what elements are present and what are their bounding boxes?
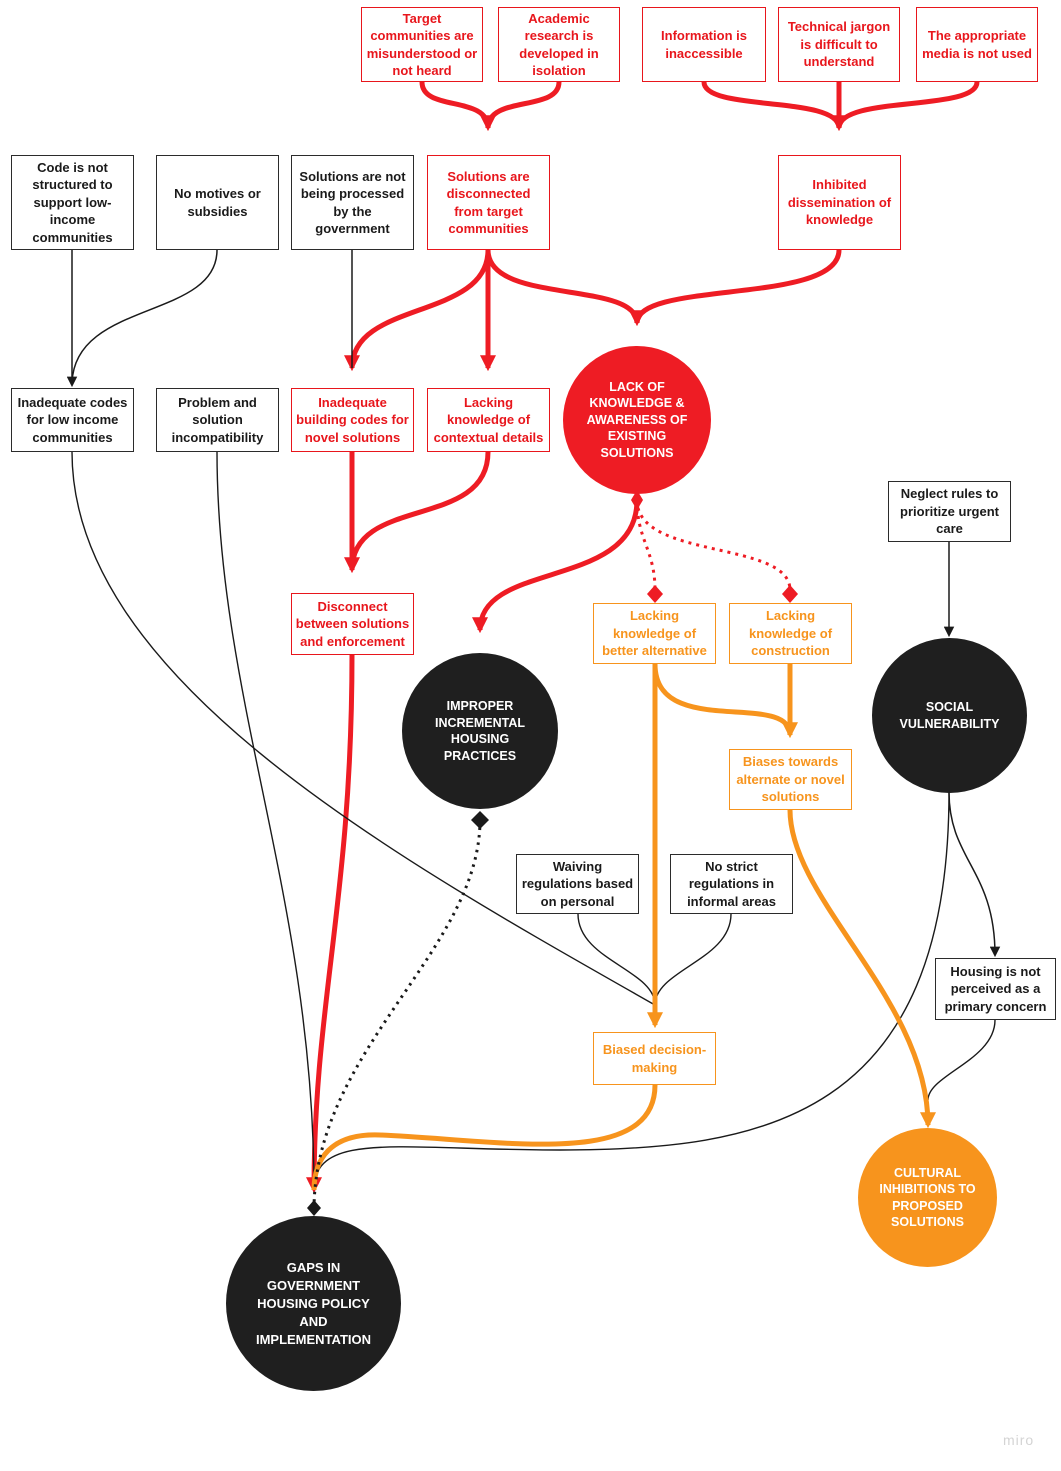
node-academic-research[interactable]: Academic research is developed in isolat…	[498, 7, 620, 82]
node-biased-decision[interactable]: Biased decision-making	[593, 1032, 716, 1085]
node-biased-decision-label: Biased decision-making	[602, 1042, 707, 1075]
edge-social-to-housing-primary	[948, 791, 1001, 958]
diamond-gaps	[307, 1200, 321, 1216]
node-no-strict-regulations-label: No strict regulations in informal areas	[687, 858, 776, 909]
node-info-inaccessible[interactable]: Information is inaccessible	[642, 7, 766, 82]
node-technical-jargon-label: Technical jargon is difficult to underst…	[787, 19, 891, 70]
node-media-not-used-label: The appropriate media is not used	[922, 28, 1032, 61]
node-waiving-regulations-label: Waiving regulations based on personal	[521, 858, 634, 909]
diamond-construction	[782, 585, 798, 603]
node-biases-novel-label: Biases towards alternate or novel soluti…	[736, 754, 845, 805]
edge-no-motives-to-inadequate	[71, 249, 218, 386]
node-housing-not-primary[interactable]: Housing is not perceived as a primary co…	[935, 958, 1056, 1020]
node-inadequate-codes-low-income-label: Inadequate codes for low income communit…	[17, 394, 128, 445]
edge-solutions-to-lack-knowledge	[485, 249, 645, 327]
node-lacking-construction-label: Lacking knowledge of construction	[748, 608, 833, 659]
node-no-motives[interactable]: No motives or subsidies	[156, 155, 279, 250]
node-solutions-disconnected[interactable]: Solutions are disconnected from target c…	[427, 155, 550, 250]
node-gaps-policy[interactable]: GAPS IN GOVERNMENT HOUSING POLICY AND IM…	[226, 1216, 401, 1391]
node-social-vulnerability[interactable]: SOCIAL VULNERABILITY	[872, 638, 1027, 793]
node-biases-novel[interactable]: Biases towards alternate or novel soluti…	[729, 749, 852, 810]
node-cultural-inhibitions[interactable]: CULTURAL INHIBITIONS TO PROPOSED SOLUTIO…	[858, 1128, 997, 1267]
edge-lack-knowledge-dotted-construction	[635, 499, 792, 591]
node-technical-jargon[interactable]: Technical jargon is difficult to underst…	[778, 7, 900, 82]
node-improper-housing[interactable]: IMPROPER INCREMENTAL HOUSING PRACTICES	[402, 653, 558, 809]
edge-contextual-to-disconnect	[349, 451, 491, 571]
edge-inadequate-low-income-to-biased	[71, 451, 656, 1006]
node-problem-incompatibility-label: Problem and solution incompatibility	[171, 394, 264, 445]
node-academic-research-label: Academic research is developed in isolat…	[519, 10, 599, 79]
edge-incompatibility-to-gaps	[216, 451, 315, 1191]
node-neglect-rules-label: Neglect rules to prioritize urgent care	[900, 486, 999, 537]
node-housing-not-primary-label: Housing is not perceived as a primary co…	[944, 963, 1047, 1014]
node-lacking-alternative-label: Lacking knowledge of better alternative	[602, 608, 707, 659]
node-waiving-regulations[interactable]: Waiving regulations based on personal	[516, 854, 639, 914]
node-lacking-contextual-label: Lacking knowledge of contextual details	[433, 394, 544, 445]
node-cultural-inhibitions-label: CULTURAL INHIBITIONS TO PROPOSED SOLUTIO…	[879, 1165, 976, 1230]
edge-no-strict-to-biased	[654, 913, 732, 1006]
node-gaps-policy-label: GAPS IN GOVERNMENT HOUSING POLICY AND IM…	[255, 1259, 372, 1347]
diamond-alternative	[647, 585, 663, 603]
edge-biased-to-gaps	[311, 1084, 658, 1191]
edge-social-to-gaps	[313, 791, 950, 1191]
node-inadequate-building-codes[interactable]: Inadequate building codes for novel solu…	[291, 388, 414, 452]
node-inhibited-dissemination[interactable]: Inhibited dissemination of knowledge	[778, 155, 901, 250]
node-disconnect-enforcement-label: Disconnect between solutions and enforce…	[295, 598, 410, 649]
edge-alternative-to-biases-novel	[652, 663, 793, 736]
node-disconnect-enforcement[interactable]: Disconnect between solutions and enforce…	[291, 593, 414, 655]
edge-info-to-dissemination	[701, 81, 847, 132]
node-improper-housing-label: IMPROPER INCREMENTAL HOUSING PRACTICES	[434, 699, 526, 763]
node-solutions-disconnected-label: Solutions are disconnected from target c…	[446, 168, 531, 237]
node-inhibited-dissemination-label: Inhibited dissemination of knowledge	[787, 177, 892, 228]
node-lack-of-knowledge-label: LACK OF KNOWLEDGE & AWARENESS OF EXISTIN…	[586, 379, 688, 460]
edge-waiving-to-biased	[577, 913, 656, 1006]
miro-logo: miro	[1003, 1432, 1035, 1448]
node-lacking-construction[interactable]: Lacking knowledge of construction	[729, 603, 852, 664]
node-problem-incompatibility[interactable]: Problem and solution incompatibility	[156, 388, 279, 452]
edge-improper-to-gaps	[312, 819, 482, 1211]
edge-disconnect-to-gaps	[306, 653, 355, 1194]
node-code-not-structured-label: Code is not structured to support low-in…	[32, 159, 113, 245]
node-target-communities-label: Target communities are misunderstood or …	[366, 10, 478, 79]
node-no-strict-regulations[interactable]: No strict regulations in informal areas	[670, 854, 793, 914]
edge-media-to-dissemination	[836, 81, 980, 129]
node-inadequate-codes-low-income[interactable]: Inadequate codes for low income communit…	[11, 388, 134, 452]
node-media-not-used[interactable]: The appropriate media is not used	[916, 7, 1038, 82]
node-not-processed-label: Solutions are not being processed by the…	[299, 168, 406, 237]
node-code-not-structured[interactable]: Code is not structured to support low-in…	[11, 155, 134, 250]
node-lack-of-knowledge[interactable]: LACK OF KNOWLEDGE & AWARENESS OF EXISTIN…	[563, 346, 711, 494]
edge-biases-novel-to-cultural	[787, 809, 936, 1129]
node-lacking-contextual[interactable]: Lacking knowledge of contextual details	[427, 388, 550, 452]
node-target-communities[interactable]: Target communities are misunderstood or …	[361, 7, 483, 82]
node-inadequate-building-codes-label: Inadequate building codes for novel solu…	[296, 394, 409, 445]
node-not-processed[interactable]: Solutions are not being processed by the…	[291, 155, 414, 250]
edge-dissemination-to-lack-knowledge	[634, 249, 842, 324]
node-info-inaccessible-label: Information is inaccessible	[661, 28, 747, 61]
edge-lack-knowledge-dotted-alternative	[635, 499, 657, 591]
diamond-improper	[471, 811, 489, 829]
edge-academic-to-solutions	[485, 81, 562, 129]
node-neglect-rules[interactable]: Neglect rules to prioritize urgent care	[888, 481, 1011, 542]
edge-housing-primary-to-cultural	[927, 1019, 996, 1101]
node-no-motives-label: No motives or subsidies	[174, 186, 261, 219]
node-social-vulnerability-label: SOCIAL VULNERABILITY	[899, 700, 1000, 731]
edge-target-to-solutions	[419, 81, 496, 132]
edge-solutions-to-building-codes	[344, 249, 491, 372]
node-lacking-alternative[interactable]: Lacking knowledge of better alternative	[593, 603, 716, 664]
